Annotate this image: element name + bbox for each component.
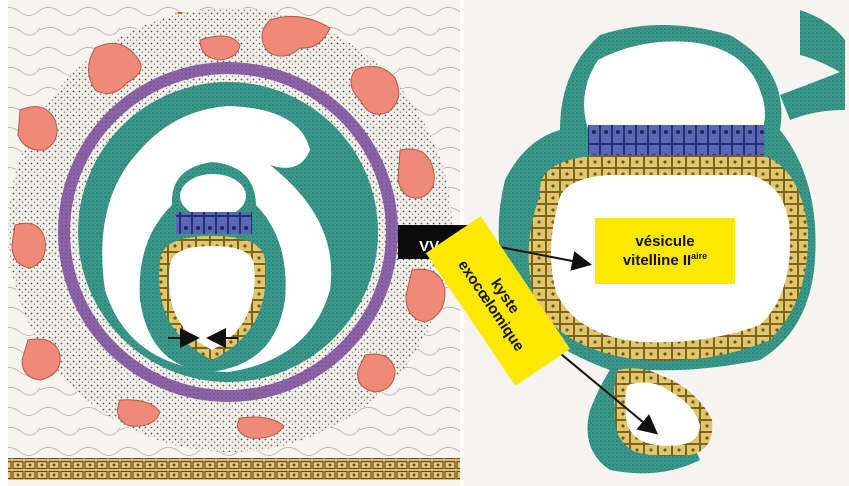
ectoderm-band [176, 212, 252, 234]
left-section-panel [8, 0, 460, 486]
label-secondary-yolk-vesicle: vésicule vitelline IIaire [595, 218, 735, 284]
label-secondary-line2-main: vitelline II [623, 252, 691, 269]
bottom-bead-band [8, 458, 460, 480]
label-secondary-line1: vésicule [595, 233, 735, 250]
amniotic-cavity [180, 174, 246, 218]
label-secondary-line2: vitelline IIaire [595, 251, 735, 269]
label-secondary-line2-sup: aire [691, 251, 707, 261]
right-ectoderm-row [588, 125, 764, 155]
